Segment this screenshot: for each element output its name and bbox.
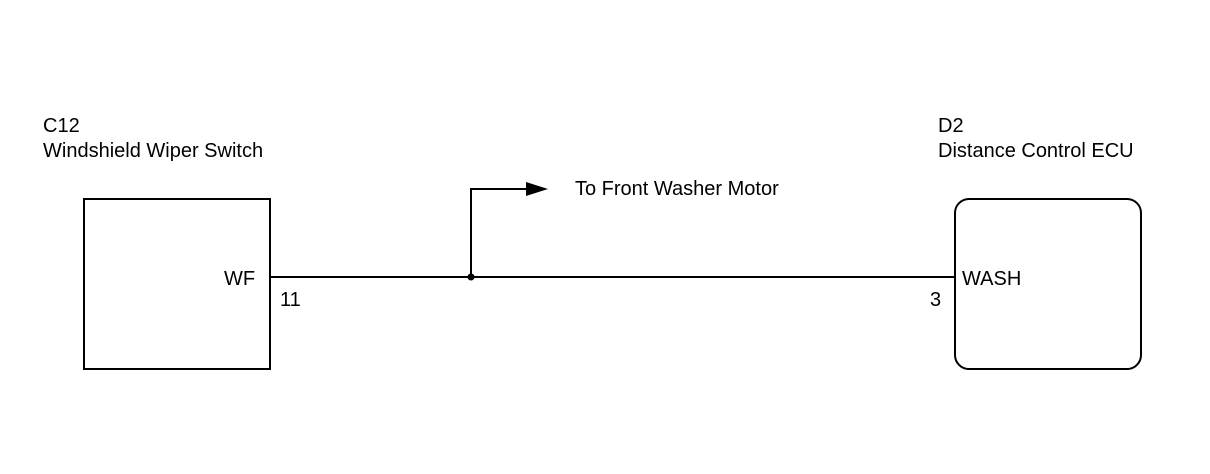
right-component-code: D2 <box>938 115 964 137</box>
left-component-code: C12 <box>43 115 80 137</box>
windshield-wiper-switch-box <box>83 198 271 370</box>
branch-label: To Front Washer Motor <box>575 178 779 200</box>
right-component-name: Distance Control ECU <box>938 140 1134 162</box>
left-pin-name: WF <box>224 268 256 290</box>
arrow-right-icon <box>526 182 548 196</box>
junction-dot <box>467 273 475 281</box>
right-pin-name: WASH <box>962 268 1022 290</box>
left-pin-number: 11 <box>280 289 301 311</box>
left-component-name: Windshield Wiper Switch <box>43 140 264 162</box>
right-pin-number: 3 <box>930 289 942 311</box>
distance-control-ecu-box <box>954 198 1142 370</box>
